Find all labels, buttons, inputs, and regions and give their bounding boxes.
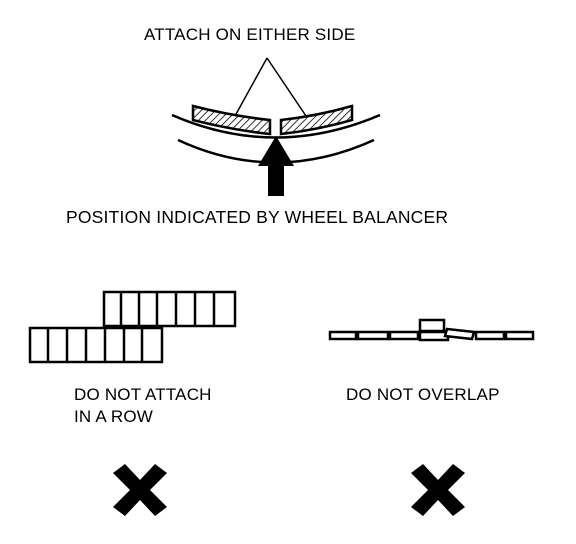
stacked-weight <box>418 318 446 333</box>
do-not-attach-row-label: DO NOT ATTACH IN A ROW <box>74 384 212 428</box>
arrow-up-icon <box>258 136 294 196</box>
x-mark-icon <box>113 464 167 516</box>
x-mark-icon <box>411 464 465 516</box>
overlapping-weights <box>328 318 535 342</box>
attach-either-side-label: ATTACH ON EITHER SIDE <box>144 25 356 44</box>
right-weight <box>279 104 354 136</box>
lower-weight-strip <box>28 326 164 364</box>
position-indicated-label: POSITION INDICATED BY WHEEL BALANCER <box>66 207 449 227</box>
rim-with-weights <box>171 57 381 196</box>
do-not-attach-row-line2: IN A ROW <box>74 407 154 426</box>
weights-in-row <box>28 290 237 364</box>
pointer-line-left <box>234 57 268 117</box>
do-not-overlap-label: DO NOT OVERLAP <box>346 385 500 404</box>
left-weight <box>191 104 272 136</box>
upper-weight-strip <box>102 290 237 328</box>
do-not-attach-row-line1: DO NOT ATTACH <box>74 385 212 404</box>
pointer-line-right <box>266 57 307 117</box>
